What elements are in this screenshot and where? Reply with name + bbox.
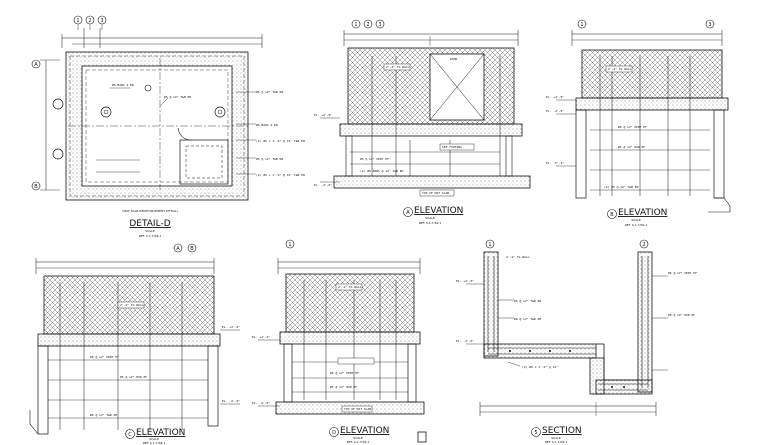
section-label: 2'-4" TG WALL [506,255,530,259]
detail-d-view: 1 2 3 A B #5 BARS 2 EW #6 @ 12" T&B EW #… [31,15,305,238]
section-key: 5 [534,430,537,436]
elev-c-label: EL. +4'-0" [222,325,240,329]
elev-a-label: DOOR [450,57,457,61]
elev-a-label: TOP OF MAT SLAB [422,191,449,195]
elev-b-label: EL. +4'-0" [546,95,564,99]
elev-a-label: 2'-4" TG WALL [386,65,410,69]
elev-c-bubble: A [176,246,180,252]
detail-d-bubble-1: 1 [76,18,79,24]
elev-b-label: #6 @ 12" VERT EF [618,125,647,129]
detail-d-label: (2) #6 x 1'-0" @ 12" T&B EW [256,139,305,143]
elev-d-label: EL. -4'-0" [252,401,270,405]
elev-b-key: B [610,212,614,218]
detail-d-title: DETAIL-D [129,219,170,229]
elev-c-ref: REF. S-1.7/S9.1 [143,441,166,445]
section-view: 1 2 [456,239,697,444]
elev-a-label: EL. +4'-0" [314,113,332,117]
elev-d-bubble: 1 [288,242,291,248]
elev-b-label: (2) #5 @ 12" T&B EW [604,185,639,189]
elev-d-ref: REF. S-1.7/S9.1 [347,440,370,444]
elev-b-bubble: 1 [580,22,583,28]
elev-c-label: #6 @ 12" T&B EW [90,413,117,417]
elev-b-ref: REF. S-1.7/S9.1 [625,223,648,227]
elev-b-label: EL. -5'-4" [546,161,564,165]
detail-d-bubble-b: B [34,184,38,190]
elev-b-label: EL. -4'-0" [546,109,564,113]
elev-d-label: TOP OF MAT SLAB [344,407,371,411]
elev-a-bubble: 3 [378,22,381,28]
detail-d-label: (2) #6 x 1'-0" @ 12" T&B EW [256,173,305,177]
elev-a-bubble: 1 [354,22,357,28]
section-label: EL. -4'-0" [456,339,474,343]
detail-d-bubble-3: 3 [100,18,103,24]
elev-c-key: C [128,432,132,438]
detail-d-scale: SCALE [145,229,155,233]
elev-d-title: ELEVATION [340,426,389,436]
elevation-d-view: 1 2'-4" TG WALL #6 @ 12" VERT EF #5 @ 12… [252,239,427,444]
elev-b-label: 2'-4" TG WALL [608,67,632,71]
detail-d-label: #5 @ 12" T&B EW [256,157,283,161]
detail-d-bubble-2: 2 [88,18,91,24]
elev-a-label: EL. -4'-0" [314,183,332,187]
section-label: #5 @ 12" T&B EW [514,299,541,303]
detail-d-bubble-a: A [34,62,38,68]
section-ref: REF. S-1.7/S9.1 [545,440,568,444]
elev-b-scale: SCALE [631,218,641,222]
elev-c-bubble: B [190,246,194,252]
section-label: #6 @ 12" VERT EF [668,271,697,275]
elev-a-key: A [406,210,410,216]
elev-a-bubble: 2 [366,22,369,28]
detail-d-note: (MAT SLAB REINFORCEMENT DETAIL) [122,209,177,213]
section-label: EL. +4'-0" [456,279,474,283]
elev-d-label: 2'-4" TG WALL [338,285,362,289]
elev-d-key: D [332,430,336,436]
elev-c-label: 2'-4" TG WALL [120,303,144,307]
section-label: #6 @ 12" T&B EW [514,317,541,321]
elevation-a-view: 1 2 3 2'-4" TG WALL DOOR #5 @ [314,19,531,225]
elev-b-label: #5 @ 12" HOR EF [618,145,645,149]
elev-a-scale: SCALE [425,216,435,220]
elev-d-label: #5 @ 12" HOR EF [330,385,357,389]
elev-a-label: SEE FOOTING [442,145,462,149]
elev-d-scale: SCALE [353,436,363,440]
elev-d-label: EL. +4'-0" [252,335,270,339]
elev-a-title: ELEVATION [414,206,463,216]
elev-c-label: EL. -4'-0" [222,399,240,403]
section-label: #5 @ 12" HOR EF [668,313,695,317]
detail-d-label: #6 BARS 2 EW [256,123,278,127]
section-label: (2) #6 x 1'-0" @ 12" [522,365,558,369]
elev-b-title: ELEVATION [618,208,667,218]
elev-a-label: (2) #5 BARS @ 12" T&B EW [360,169,404,173]
elev-c-scale: SCALE [149,437,159,441]
elev-c-label: #6 @ 12" VERT EF [90,355,119,359]
section-scale: SCALE [551,436,561,440]
section-title: SECTION [542,426,582,436]
detail-d-ref: REF. S-1.7/S9.1 [139,234,162,238]
elev-c-label: #5 @ 12" HOR EF [120,375,147,379]
detail-d-label: #5 BARS 2 EW [112,83,134,87]
elevation-c-view: A B 2'-4" TG WALL #6 @ 12" VERT EF #5 @ … [29,243,240,445]
elev-c-title: ELEVATION [136,428,185,438]
elev-a-label: #5 @ 12" VERT EF [360,157,389,161]
elev-a-ref: REF. S-1.7/S9.1 [419,221,442,225]
detail-d-label: #5 @ 12" T&B EW [256,90,283,94]
elevation-b-view: 1 3 2'-4" TG WALL #6 @ 12" VERT EF #5 @ … [546,19,731,227]
detail-d-label: #6 @ 12" T&B EW [164,95,191,99]
section-bubble: 1 [488,242,491,248]
section-bubble: 2 [642,242,645,248]
elev-b-bubble: 3 [708,22,711,28]
elev-d-label: #6 @ 12" VERT EF [330,371,359,375]
